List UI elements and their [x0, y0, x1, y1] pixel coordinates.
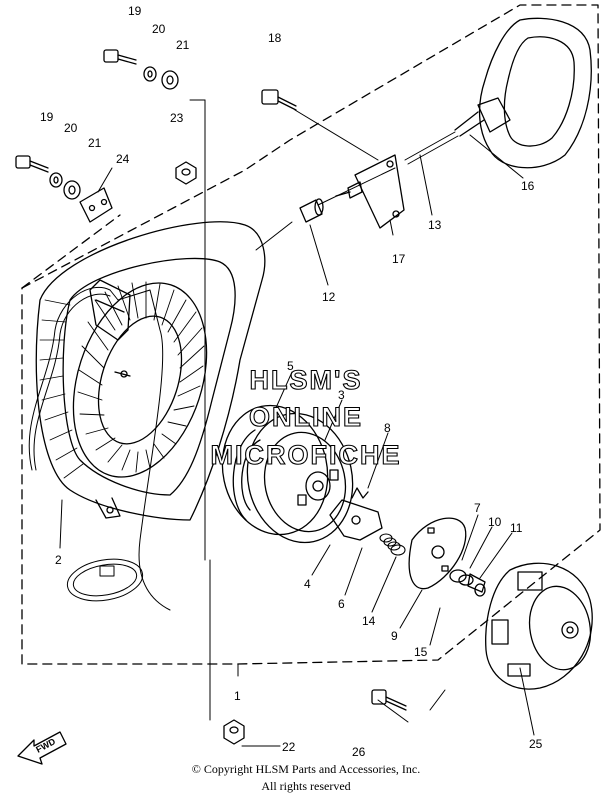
nut-23	[175, 161, 197, 185]
callout-16: 16	[521, 179, 535, 193]
callout-23: 23	[170, 111, 184, 125]
nut-22	[223, 719, 245, 745]
assembly-boundary	[21, 4, 601, 665]
callout-22: 22	[282, 740, 296, 754]
callout-20-lower: 20	[64, 121, 78, 135]
watermark-line-2: ONLINE	[249, 402, 363, 432]
callout-17: 17	[392, 252, 406, 266]
fwd-label: FWD	[34, 736, 57, 755]
callout-11: 11	[510, 521, 523, 535]
fwd-arrow-icon	[17, 731, 67, 765]
callout-2: 2	[55, 553, 62, 567]
callout-19-upper: 19	[128, 4, 142, 18]
bolt-19-upper	[103, 49, 137, 65]
rope-reel	[221, 404, 354, 544]
friction-plate	[408, 517, 467, 590]
part-callouts: 1 2 3 4 5 6 7 8 9 10 11 12 13 14 15 16 1…	[40, 4, 543, 759]
leader-lines	[59, 99, 535, 747]
starter-pulley-cup	[485, 562, 593, 690]
callout-9: 9	[391, 629, 398, 643]
callout-21-upper: 21	[176, 38, 190, 52]
callout-18: 18	[268, 31, 282, 45]
rope-guide	[89, 279, 131, 378]
callout-14: 14	[362, 614, 376, 628]
callout-12: 12	[322, 290, 336, 304]
rope-guide-bracket	[335, 154, 405, 229]
callout-19-lower: 19	[40, 110, 54, 124]
housing-gasket	[28, 286, 171, 611]
starter-handle	[454, 17, 592, 169]
bracket-plate-24	[79, 187, 113, 223]
rope-grommet	[299, 198, 324, 223]
callout-21-lower: 21	[88, 136, 102, 150]
callout-26: 26	[352, 745, 366, 759]
starter-rope	[255, 131, 459, 251]
washers-lower	[49, 172, 81, 200]
copyright-line-2: All rights reserved	[261, 779, 351, 793]
ratchet-pawl	[329, 487, 383, 541]
bolt-26	[371, 689, 407, 711]
callout-13: 13	[428, 218, 442, 232]
callout-7: 7	[474, 501, 481, 515]
copyright-line-1: © Copyright HLSM Parts and Accessories, …	[191, 762, 421, 776]
watermark: HLSM'S ONLINE MICROFICHE	[210, 364, 402, 470]
callout-6: 6	[338, 597, 345, 611]
callout-24: 24	[116, 152, 130, 166]
callout-4: 4	[304, 577, 311, 591]
watermark-line-3: MICROFICHE	[211, 440, 402, 470]
callout-3: 3	[338, 388, 345, 402]
center-bolt-set	[449, 569, 486, 597]
callout-5: 5	[287, 359, 294, 373]
bolt-18	[261, 89, 297, 111]
washers-upper	[143, 66, 179, 90]
starter-housing	[35, 221, 266, 521]
callout-8: 8	[384, 421, 391, 435]
friction-spring	[379, 533, 406, 556]
callout-15: 15	[414, 645, 428, 659]
callout-25: 25	[529, 737, 543, 751]
bolt-19-lower	[15, 155, 49, 173]
callout-20-upper: 20	[152, 22, 166, 36]
watermark-line-1: HLSM'S	[250, 365, 363, 395]
callout-1: 1	[234, 689, 241, 703]
callout-10: 10	[488, 515, 502, 529]
